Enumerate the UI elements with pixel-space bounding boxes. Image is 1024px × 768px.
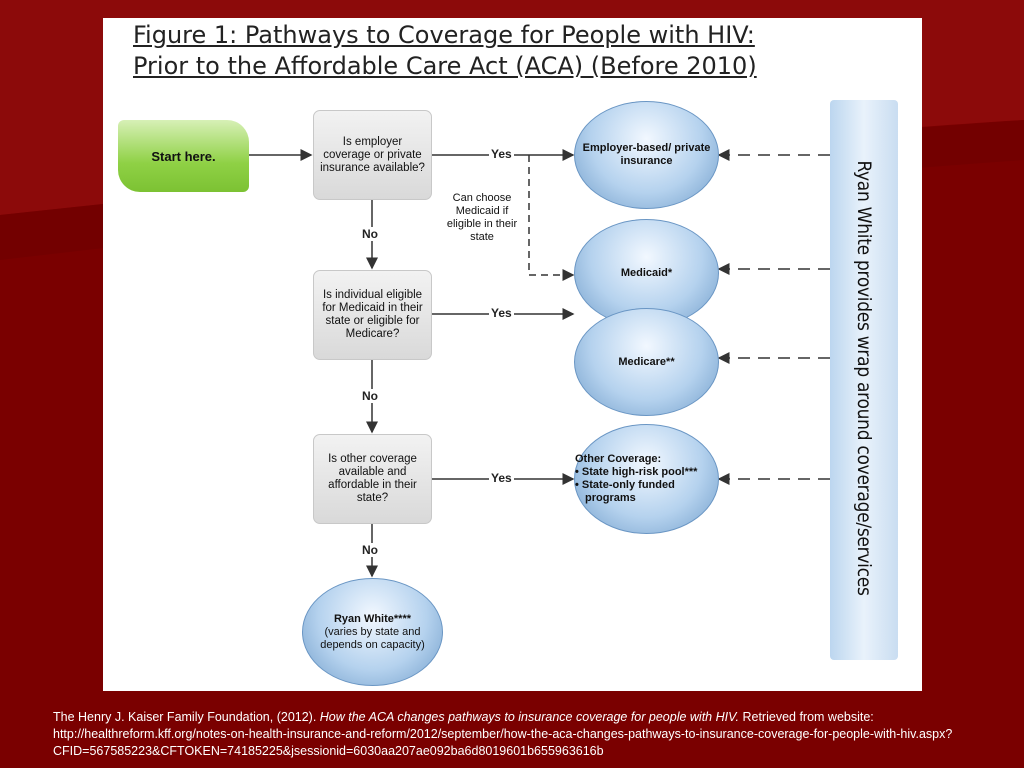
employer-label: Employer-based/ private insurance bbox=[582, 142, 711, 167]
other-coverage-node: Other Coverage: • State high-risk pool**… bbox=[574, 424, 719, 534]
question-medicaid-medicare: Is individual eligible for Medicaid in t… bbox=[313, 270, 432, 360]
medicare-node: Medicare** bbox=[574, 308, 719, 416]
can-choose-medicaid-note: Can choose Medicaid if eligible in their… bbox=[446, 192, 518, 243]
arrow-can-choose-medicaid bbox=[528, 155, 575, 281]
ryan-white-content: Ryan White**** (varies by state and depe… bbox=[303, 613, 442, 652]
other-coverage-item: • State high-risk pool*** bbox=[575, 466, 698, 478]
ryan-white-wrap-text: Ryan White provides wrap around coverage… bbox=[853, 160, 875, 596]
no-label-3: No bbox=[361, 543, 379, 557]
medicare-label: Medicare** bbox=[618, 355, 675, 368]
start-node: Start here. bbox=[118, 120, 249, 192]
start-label: Start here. bbox=[151, 148, 216, 164]
question-medicaid-text: Is individual eligible for Medicaid in t… bbox=[322, 289, 423, 340]
other-coverage-list: Other Coverage: • State high-risk pool**… bbox=[575, 453, 718, 505]
question-other-coverage: Is other coverage available and affordab… bbox=[313, 434, 432, 524]
yes-label-2: Yes bbox=[489, 306, 514, 320]
no-label-1: No bbox=[361, 227, 379, 241]
figure-title: Figure 1: Pathways to Coverage for Peopl… bbox=[133, 20, 903, 82]
medicaid-label: Medicaid* bbox=[620, 266, 673, 279]
question-employer-text: Is employer coverage or private insuranc… bbox=[320, 135, 425, 174]
title-line-2: Prior to the Affordable Care Act (ACA) (… bbox=[133, 52, 757, 80]
yes-label-1: Yes bbox=[489, 147, 514, 161]
citation-title: How the ACA changes pathways to insuranc… bbox=[319, 710, 739, 724]
ryan-white-title: Ryan White**** bbox=[333, 612, 412, 625]
bullet-icon: • bbox=[575, 479, 582, 491]
question-other-text: Is other coverage available and affordab… bbox=[328, 453, 417, 504]
employer-private-insurance-node: Employer-based/ private insurance bbox=[574, 101, 719, 209]
title-line-1: Figure 1: Pathways to Coverage for Peopl… bbox=[133, 21, 755, 49]
question-employer-coverage: Is employer coverage or private insuranc… bbox=[313, 110, 432, 200]
ryan-white-node: Ryan White**** (varies by state and depe… bbox=[302, 578, 443, 686]
figure-panel: Figure 1: Pathways to Coverage for Peopl… bbox=[103, 18, 922, 691]
ryan-white-wrap-bar bbox=[830, 100, 898, 660]
bullet-icon: • bbox=[575, 466, 582, 478]
yes-label-3: Yes bbox=[489, 471, 514, 485]
no-label-2: No bbox=[361, 389, 379, 403]
other-coverage-item: • State-only funded programs bbox=[575, 479, 675, 504]
connector-lines bbox=[248, 149, 830, 578]
citation-source: Retrieved from website: http://healthref… bbox=[53, 710, 953, 758]
other-coverage-title: Other Coverage: bbox=[575, 453, 662, 465]
ryan-white-subtitle: (varies by state and depends on capacity… bbox=[320, 625, 425, 651]
citation: The Henry J. Kaiser Family Foundation, (… bbox=[53, 709, 993, 760]
citation-author: The Henry J. Kaiser Family Foundation, (… bbox=[53, 710, 320, 724]
